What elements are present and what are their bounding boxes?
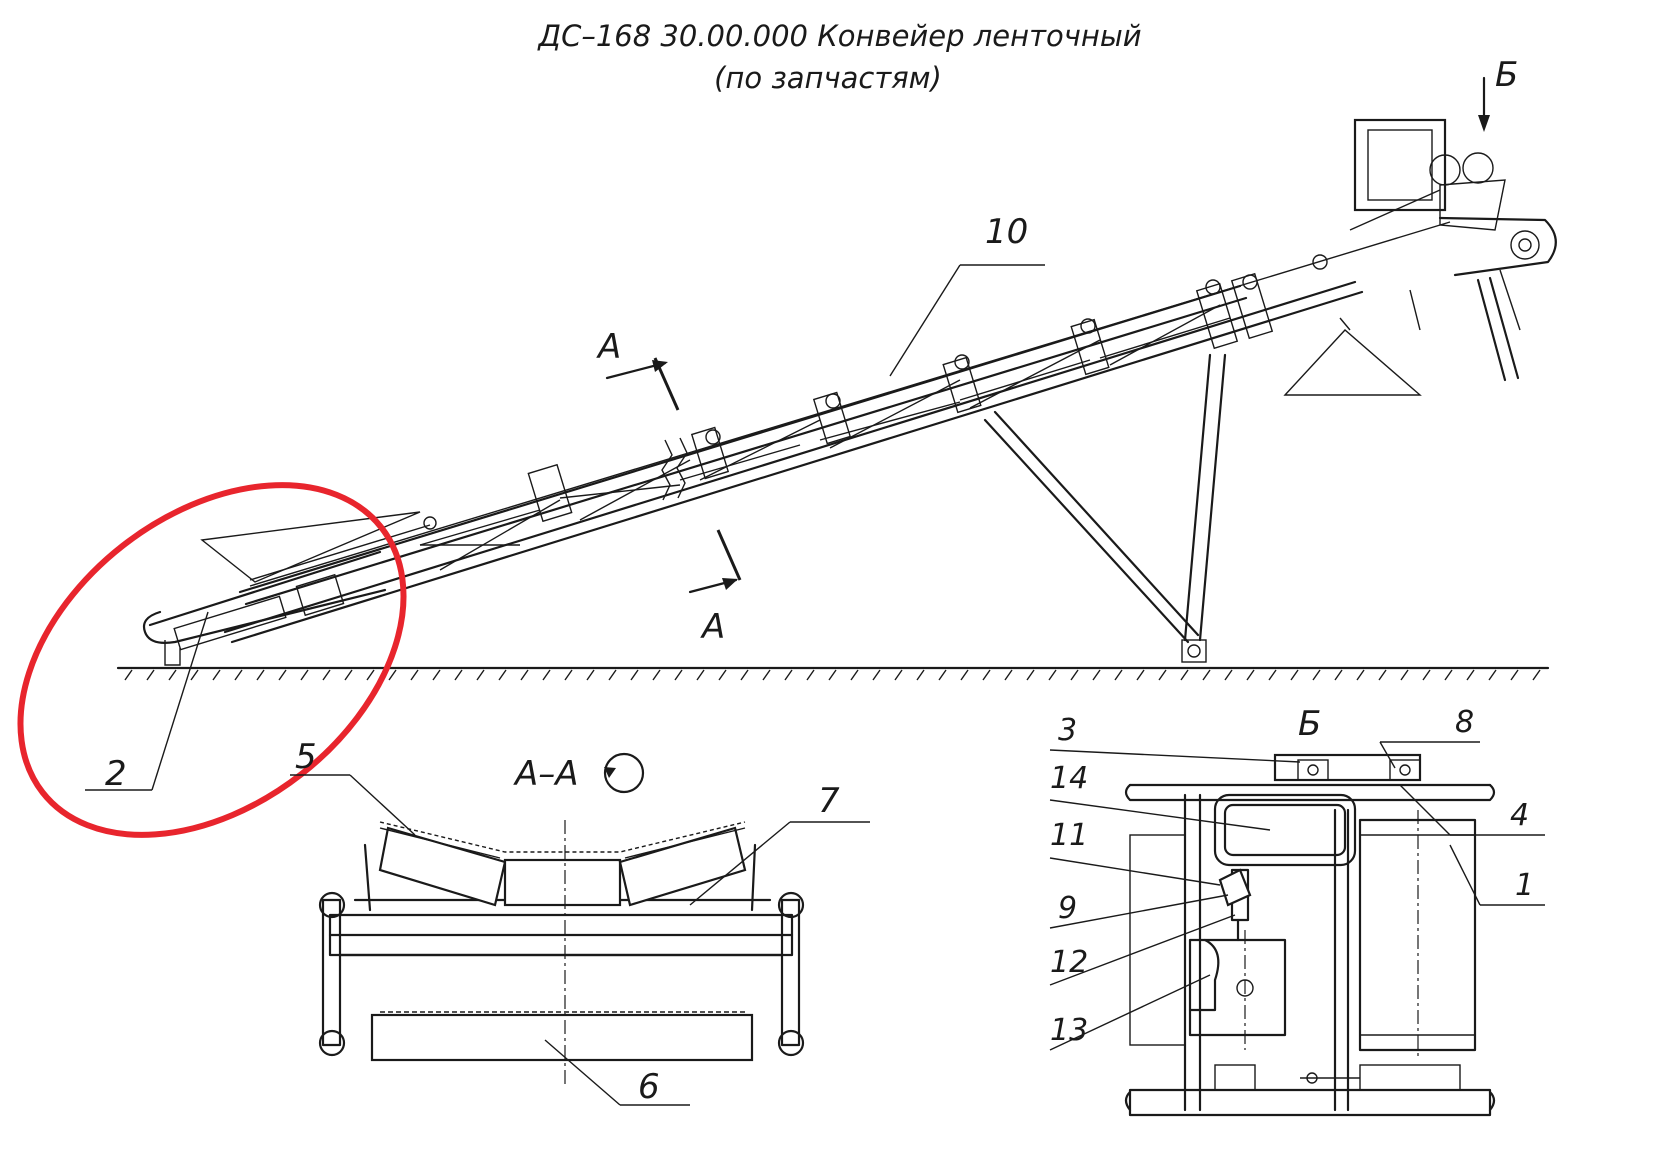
ground-hatch-mark	[740, 669, 749, 681]
ground-hatch-mark	[322, 669, 331, 681]
ground-hatch-mark	[982, 669, 991, 681]
callout-2: 2	[105, 754, 127, 794]
ground-hatch-mark	[388, 669, 397, 681]
ground-hatch-mark	[608, 669, 617, 681]
ground-hatch-mark	[1202, 669, 1211, 681]
ground-hatch-mark	[410, 669, 419, 681]
ground-hatch-mark	[1312, 669, 1321, 681]
ground-hatch-mark	[1510, 669, 1519, 681]
callout-5: 5	[295, 737, 317, 777]
ground-hatch-mark	[520, 669, 529, 681]
ground-hatch-mark	[828, 669, 837, 681]
ground-hatch-mark	[1180, 669, 1189, 681]
ground-hatch-mark	[894, 669, 903, 681]
ground-hatch-mark	[542, 669, 551, 681]
ground-hatch-mark	[762, 669, 771, 681]
section-aa-title: А–А	[513, 754, 579, 794]
ground-hatch-mark	[1114, 669, 1123, 681]
callout-13: 13	[1050, 1013, 1088, 1048]
ground-hatch-mark	[1488, 669, 1497, 681]
ground-hatch-mark	[1246, 669, 1255, 681]
callout-9: 9	[1058, 891, 1077, 926]
callout-14: 14	[1050, 761, 1088, 796]
ground-line	[116, 666, 1550, 681]
ground-hatch-mark	[850, 669, 859, 681]
ground-hatch-mark	[1268, 669, 1277, 681]
ground-hatch-mark	[432, 669, 441, 681]
callout-12: 12	[1050, 945, 1088, 980]
ground-hatch-mark	[1048, 669, 1057, 681]
ground-hatch-mark	[674, 669, 683, 681]
drawing-title-line1: ДС–168 30.00.000 Конвейер ленточный	[536, 19, 1141, 53]
callout-8: 8	[1455, 705, 1474, 740]
conveyor-main-view: Б А А 10 2	[85, 55, 1557, 794]
ground-hatch-mark	[1092, 669, 1101, 681]
highlight-ellipse	[17, 482, 407, 838]
ground-hatch-mark	[1444, 669, 1453, 681]
ground-hatch-mark	[168, 669, 177, 681]
ground-hatch-mark	[872, 669, 881, 681]
ground-hatch-mark	[806, 669, 815, 681]
ground-hatch-mark	[938, 669, 947, 681]
ground-hatch-mark	[234, 669, 243, 681]
ground-hatch-mark	[960, 669, 969, 681]
ground-hatch-mark	[1356, 669, 1365, 681]
ground-hatch-mark	[564, 669, 573, 681]
callout-10: 10	[985, 212, 1028, 252]
ground-hatch-mark	[1004, 669, 1013, 681]
ground-hatch-mark	[498, 669, 507, 681]
callout-11: 11	[1050, 818, 1088, 853]
ground-hatch-mark	[1070, 669, 1079, 681]
ground-hatch-mark	[1224, 669, 1233, 681]
ground-hatch-mark	[300, 669, 309, 681]
ground-hatch-mark	[1466, 669, 1475, 681]
ground-hatch-mark	[476, 669, 485, 681]
ground-hatch-mark	[124, 669, 133, 681]
section-a-bottom-label: А	[700, 607, 725, 647]
ground-hatch-mark	[344, 669, 353, 681]
ground-hatch-mark	[784, 669, 793, 681]
ground-hatch-mark	[652, 669, 661, 681]
callout-7: 7	[818, 781, 840, 821]
drawing-title-line2: (по запчастям)	[714, 61, 942, 95]
callout-3: 3	[1058, 713, 1077, 748]
ground-hatch-mark	[1158, 669, 1167, 681]
callout-4: 4	[1510, 798, 1529, 833]
ground-hatch-mark	[366, 669, 375, 681]
ground-hatch-mark	[630, 669, 639, 681]
callout-1: 1	[1515, 868, 1534, 903]
ground-hatch-mark	[1136, 669, 1145, 681]
ground-hatch-mark	[190, 669, 199, 681]
ground-hatch-mark	[146, 669, 155, 681]
ground-hatch-mark	[212, 669, 221, 681]
ground-hatch-mark	[1334, 669, 1343, 681]
ground-hatch-mark	[718, 669, 727, 681]
ground-hatch-mark	[1026, 669, 1035, 681]
ground-hatch-mark	[1422, 669, 1431, 681]
callout-6: 6	[638, 1067, 660, 1107]
ground-hatch-mark	[916, 669, 925, 681]
ground-hatch-mark	[1400, 669, 1409, 681]
ground-hatch-mark	[1532, 669, 1541, 681]
section-aa-view: А–А 5 7	[290, 737, 870, 1107]
ground-hatch-mark	[586, 669, 595, 681]
ground-hatch-mark	[256, 669, 265, 681]
ground-hatch-mark	[454, 669, 463, 681]
view-b-title: Б	[1298, 704, 1321, 744]
ground-hatch-mark	[1290, 669, 1299, 681]
ground-hatch-mark	[696, 669, 705, 681]
section-a-top-label: А	[596, 327, 621, 367]
ground-hatch-mark	[1378, 669, 1387, 681]
ground-hatch-mark	[278, 669, 287, 681]
view-b-detail: Б	[1049, 704, 1545, 1117]
view-b-arrow-label: Б	[1495, 55, 1518, 95]
